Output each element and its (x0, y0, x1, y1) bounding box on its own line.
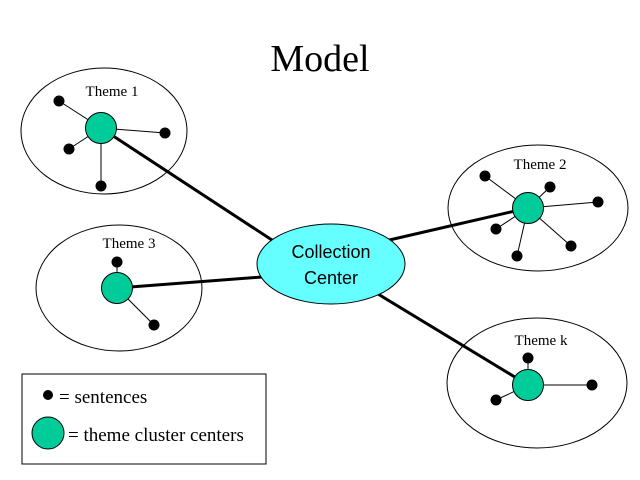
theme-k-boundary (446, 317, 628, 449)
sentence-dot (586, 379, 598, 391)
theme-1-cluster: Theme 1 (53, 84, 171, 192)
theme-3-boundary (35, 224, 203, 352)
sentence-dot (95, 180, 107, 192)
sentence-dot (511, 250, 523, 262)
legend-box (21, 373, 267, 465)
legend-sentences-label: = sentences (59, 387, 147, 408)
theme-3-cluster: Theme 3 (101, 236, 160, 331)
sentence-dot (522, 352, 534, 364)
theme-3-label: Theme 3 (103, 236, 156, 252)
sentence-dot (479, 170, 491, 182)
link-theme-k (377, 292, 529, 387)
sentence-dot (490, 223, 502, 235)
theme-2-cluster: Theme 2 (479, 157, 604, 262)
legend-centers-label: = theme cluster centers (68, 425, 244, 446)
sentence-dot (159, 127, 171, 139)
collection-center: Collection Center (256, 223, 406, 305)
legend: = sentences = theme cluster centers (21, 373, 267, 465)
sentence-dot (565, 240, 577, 252)
link-theme-2 (384, 206, 529, 243)
link-theme-3 (116, 275, 263, 290)
theme-2-boundary (447, 144, 629, 272)
sentence-dot (63, 143, 75, 155)
sentence-dot (490, 394, 502, 406)
sentence-dot (148, 319, 160, 331)
collection-center-line2: Center (304, 268, 358, 288)
theme-2-label: Theme 2 (514, 157, 567, 173)
legend-center-icon (31, 416, 65, 450)
link-theme-1 (100, 126, 276, 244)
theme-2-center (512, 192, 544, 224)
collection-center-node (256, 223, 406, 305)
legend-sentence-icon (43, 390, 53, 400)
collection-links (100, 126, 529, 387)
sentence-dot (53, 95, 65, 107)
theme-k-cluster: Theme k (490, 333, 598, 406)
theme-k-center (512, 369, 544, 401)
theme-1-center (85, 112, 117, 144)
collection-center-line1: Collection (291, 242, 370, 262)
sentence-dot (544, 181, 556, 193)
sentence-dot (111, 256, 123, 268)
theme-3-center (101, 272, 133, 304)
diagram-title: Model (270, 38, 369, 80)
theme-k-label: Theme k (515, 333, 568, 349)
theme-1-label: Theme 1 (86, 84, 139, 100)
theme-1-boundary (20, 67, 188, 195)
sentence-dot (592, 196, 604, 208)
